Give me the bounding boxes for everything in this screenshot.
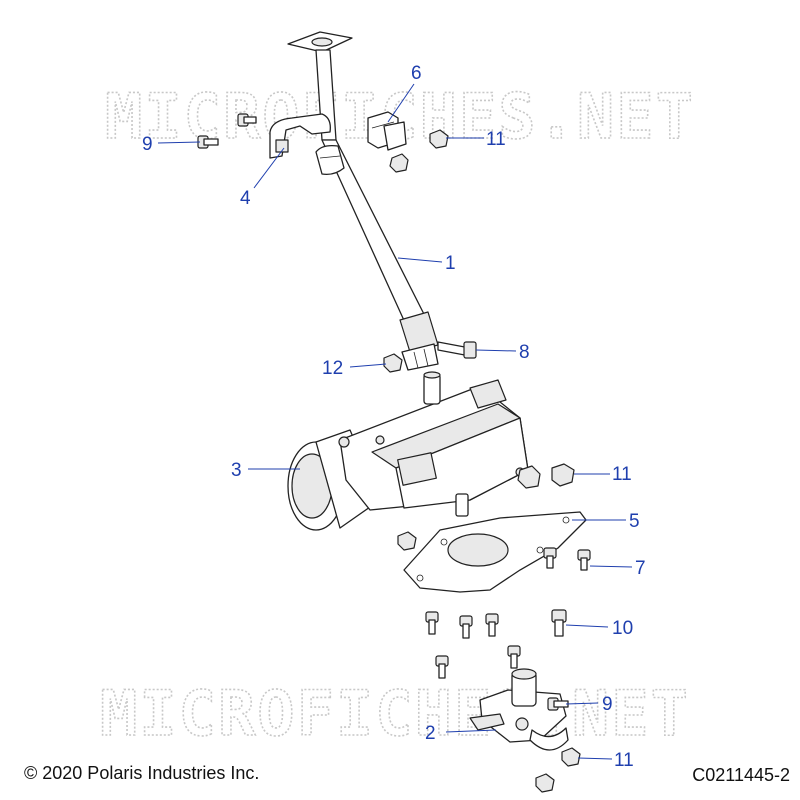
nut-bottom: [535, 773, 555, 793]
nut-12: [383, 353, 403, 373]
leader-10: [565, 624, 609, 628]
bolt-10-c: [485, 613, 499, 637]
callout-9b: 9: [602, 694, 613, 715]
steering-shaft: [287, 31, 439, 371]
callout-2: 2: [425, 723, 436, 744]
callout-10: 10: [612, 618, 633, 639]
leader-9b: [565, 702, 599, 705]
flange-nut-11-top: [429, 129, 449, 149]
callout-9a: 9: [142, 134, 153, 155]
callout-11a: 11: [486, 129, 506, 150]
bolt-9-bottom: [547, 697, 569, 711]
bolt-10-d: [551, 609, 567, 637]
leader-6: [387, 83, 415, 123]
callout-11c: 11: [614, 750, 634, 771]
shaft-clamp: [269, 113, 345, 176]
watermark-bottom: MICROFICHES.NET: [100, 677, 690, 750]
mounting-plate: [403, 511, 587, 593]
shaft-bushing: [367, 111, 407, 151]
leader-11c: [577, 757, 613, 760]
nut-beside-housing: [517, 465, 541, 489]
pinch-bolt-8: [437, 341, 477, 359]
callout-1: 1: [445, 253, 456, 274]
callout-6: 6: [411, 63, 422, 84]
flange-nut-11-mid: [551, 463, 575, 487]
power-steering-unit: [287, 371, 529, 531]
bolt-7-a: [543, 547, 557, 569]
pitman-arm: [469, 668, 569, 751]
bolt-lower-a: [435, 655, 449, 679]
callout-12: 12: [322, 358, 343, 379]
callout-11b: 11: [612, 464, 632, 485]
leader-1: [397, 257, 443, 263]
copyright-notice: © 2020 Polaris Industries Inc.: [24, 763, 260, 783]
callout-8: 8: [519, 342, 530, 363]
bolt-top-mid: [237, 113, 257, 127]
flange-nut-11-bottom: [561, 747, 581, 767]
bolt-7-b: [577, 549, 591, 571]
drawing-code: C0211445-2: [692, 765, 790, 785]
bolt-10-b: [459, 615, 473, 639]
callout-3: 3: [231, 460, 242, 481]
callout-4: 4: [240, 188, 251, 209]
leader-7: [589, 565, 633, 568]
leader-2: [445, 729, 497, 733]
leader-8: [475, 349, 517, 352]
leader-9a: [157, 141, 201, 144]
nut-top: [389, 153, 409, 173]
bolt-10-a: [425, 611, 439, 635]
callout-5: 5: [629, 511, 640, 532]
callout-7: 7: [635, 558, 646, 579]
leader-4: [253, 147, 285, 189]
nut-under-housing: [397, 531, 417, 551]
leader-12: [349, 363, 387, 368]
bolt-lower-b: [507, 645, 521, 669]
